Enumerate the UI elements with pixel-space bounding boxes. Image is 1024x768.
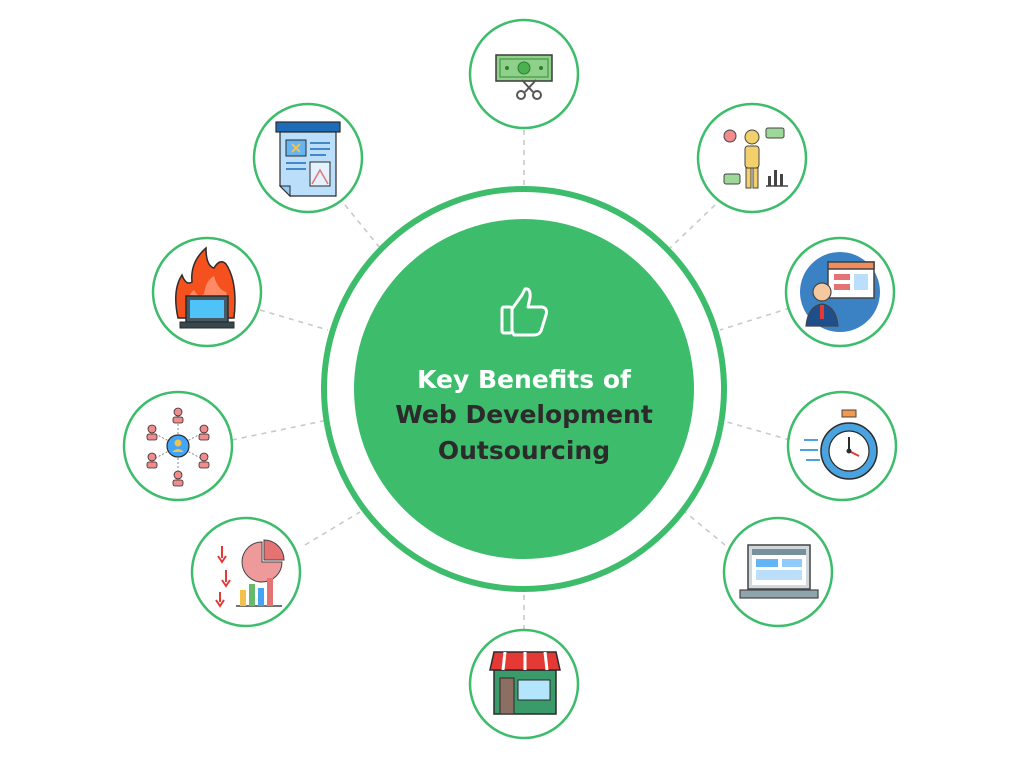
node-storefront: [468, 628, 580, 740]
title-line-3: Outsourcing: [438, 436, 610, 465]
connector: [344, 204, 381, 249]
node-team-network: [122, 390, 234, 502]
center-disc: [354, 219, 694, 559]
developer-browser-icon: [800, 252, 880, 332]
laptop-webpage-icon: [739, 544, 819, 599]
storefront-icon: [489, 651, 561, 715]
node-consultant: [696, 102, 808, 214]
node-laptop-fire: [151, 236, 263, 348]
connector: [684, 511, 726, 546]
money-cut-icon: [495, 54, 553, 100]
center-hub: Key Benefits of Web Development Outsourc…: [321, 186, 727, 592]
connectors: [231, 130, 791, 630]
team-network-icon: [146, 407, 210, 487]
connector: [669, 204, 716, 249]
node-laptop-webpage: [722, 516, 834, 628]
blueprint-document-icon: [275, 121, 341, 198]
node-stopwatch: [786, 390, 898, 502]
node-blueprint: [252, 102, 364, 214]
connector: [719, 419, 791, 441]
consultant-chart-icon: [723, 127, 788, 189]
node-money-cut: [468, 18, 580, 130]
connector: [304, 511, 361, 546]
title-line-1: Key Benefits of: [417, 365, 632, 394]
connector: [719, 307, 791, 331]
connector: [259, 309, 329, 331]
node-developer: [784, 236, 896, 348]
title-line-2: Web Development: [395, 400, 653, 429]
stopwatch-icon: [800, 409, 878, 480]
laptop-fire-icon: [175, 246, 236, 329]
thumbs-up-icon: [500, 287, 548, 337]
node-analytics: [190, 516, 302, 628]
analytics-charts-icon: [215, 539, 285, 608]
connector: [231, 419, 329, 441]
